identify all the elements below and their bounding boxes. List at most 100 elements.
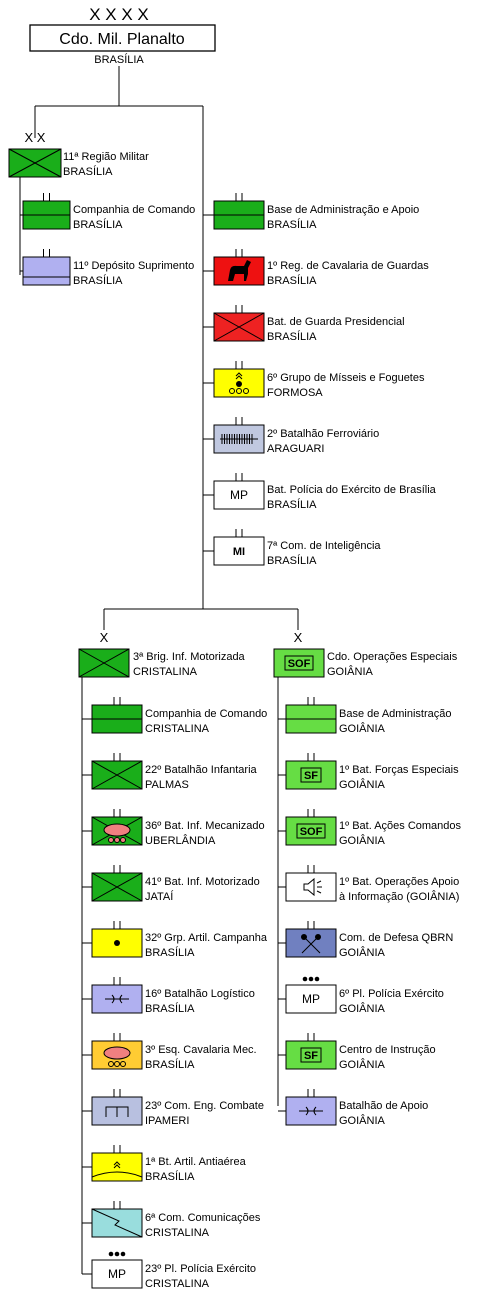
symbol-label: MI	[233, 546, 245, 558]
unit-name: 1ª Bt. Artil. Antiaérea	[145, 1156, 247, 1168]
unit-symbol: MI	[213, 529, 265, 566]
symbol-label: MP	[230, 488, 248, 502]
unit-location: GOIÂNIA	[339, 722, 386, 735]
unit-frame	[213, 536, 265, 566]
unit-symbol	[213, 305, 265, 342]
unit-name: 1º Bat. Forças Especiais	[339, 764, 459, 776]
unit-symbol	[91, 921, 143, 958]
unit-location: GOIÂNIA	[339, 1058, 386, 1071]
brigade-echelon: X	[100, 630, 109, 645]
unit-location: BRASÍLIA	[145, 946, 195, 959]
unit-name: Base de Administração	[339, 708, 452, 720]
unit-frame	[91, 1152, 143, 1182]
unit-location: GOIÂNIA	[339, 834, 386, 847]
echelon-dot	[108, 1251, 114, 1257]
unit-name: 6ª Com. Comunicações	[145, 1212, 261, 1224]
unit-name: 3ª Brig. Inf. Motorizada	[133, 651, 246, 663]
unit-name: 41º Bat. Inf. Motorizado	[145, 876, 260, 888]
unit-location: BRASÍLIA	[267, 554, 317, 567]
region-echelon: X X	[25, 130, 46, 145]
symbol-label: SOF	[300, 826, 323, 838]
unit-location: BRASÍLIA	[73, 218, 123, 231]
special-forces-icon: SF	[300, 1047, 322, 1063]
logistics-icon	[105, 994, 129, 1004]
unit-location: IPAMERI	[145, 1115, 189, 1127]
infantry-cross-icon	[91, 872, 143, 902]
unit-frame	[213, 480, 265, 510]
unit-symbol	[213, 361, 265, 398]
unit-location: BRASÍLIA	[267, 274, 317, 287]
label-box	[296, 823, 326, 839]
special-ops-echelon: X	[294, 630, 303, 645]
unit-name: 32º Grp. Artil. Campanha	[145, 932, 268, 944]
air-defense-icon	[91, 1161, 143, 1178]
label-box	[284, 655, 314, 671]
label-box	[300, 767, 322, 783]
unit-location: GOIÂNIA	[339, 1114, 386, 1127]
unit-location: GOIÂNIA	[339, 1002, 386, 1015]
unit-frame	[285, 928, 337, 958]
unit-symbol	[91, 697, 143, 734]
unit-location: BRASÍLIA	[73, 274, 123, 287]
unit-name: 11º Depósito Suprimento	[73, 260, 194, 272]
unit-name: Bat. de Guarda Presidencial	[267, 316, 405, 328]
psyops-loudspeaker-icon	[303, 877, 322, 897]
infantry-cross-icon	[8, 148, 62, 178]
unit-location: GOIÂNIA	[339, 778, 386, 791]
military-police-icon: MP	[108, 1267, 126, 1281]
unit-name: 6º Grupo de Mísseis e Foguetes	[267, 372, 425, 384]
unit-location: UBERLÂNDIA	[145, 834, 216, 847]
unit-location: BRASÍLIA	[267, 218, 317, 231]
unit-symbol	[285, 865, 337, 902]
unit-symbol	[91, 1145, 143, 1182]
unit-name: Companhia de Comando	[73, 204, 195, 216]
unit-symbol	[91, 1201, 143, 1238]
unit-name: Centro de Instrução	[339, 1044, 436, 1056]
unit-symbol	[91, 1089, 143, 1126]
unit-symbol	[22, 193, 71, 230]
unit-location: GOIÂNIA	[339, 946, 386, 959]
unit-frame	[285, 984, 337, 1014]
unit-location: BRASÍLIA	[145, 1058, 195, 1071]
unit-symbol	[91, 977, 143, 1014]
unit-name: 3º Esq. Cavalaria Mec.	[145, 1044, 257, 1056]
unit-location: BRASÍLIA	[63, 165, 113, 178]
unit-location: BRASÍLIA	[145, 1170, 195, 1183]
symbol-label: SOF	[288, 658, 311, 670]
symbol-label: SF	[304, 1050, 318, 1062]
unit-location: BRASÍLIA	[267, 498, 317, 511]
unit-frame	[273, 648, 325, 678]
unit-location: PALMAS	[145, 779, 189, 791]
unit-location: CRISTALINA	[145, 1278, 210, 1290]
field-artillery-icon	[114, 940, 120, 946]
symbol-label: MP	[108, 1267, 126, 1281]
label-box	[300, 1047, 322, 1063]
unit-location: GOIÂNIA	[327, 665, 374, 678]
unit-location: ARAGUARI	[267, 443, 324, 455]
unit-name: Bat. Polícia do Exército de Brasília	[267, 484, 437, 496]
unit-name: Batalhão de Apoio	[339, 1100, 428, 1112]
unit-name: 1º Bat. Operações Apoio	[339, 876, 459, 888]
special-forces-icon: SF	[300, 767, 322, 783]
infantry-cross-icon	[213, 312, 265, 342]
echelon-dot	[120, 1251, 126, 1257]
unit-symbol: SF	[285, 753, 337, 790]
echelon-dot	[314, 976, 320, 982]
root-title: Cdo. Mil. Planalto	[59, 31, 184, 48]
unit-frame	[285, 1040, 337, 1070]
unit-location: CRISTALINA	[145, 723, 210, 735]
unit-symbol	[213, 193, 265, 230]
root-echelon: X X X X	[89, 5, 149, 24]
unit-frame	[285, 872, 337, 902]
unit-location: FORMOSA	[267, 387, 323, 399]
logistics-icon	[299, 1106, 323, 1116]
unit-name: Base de Administração e Apoio	[267, 204, 419, 216]
unit-symbol	[91, 809, 143, 846]
military-police-icon: MP	[230, 488, 248, 502]
unit-symbol	[91, 865, 143, 902]
symbol-label: SF	[304, 770, 318, 782]
echelon-dot	[114, 1251, 120, 1257]
unit-location: CRISTALINA	[133, 666, 198, 678]
unit-frame	[91, 1259, 143, 1289]
